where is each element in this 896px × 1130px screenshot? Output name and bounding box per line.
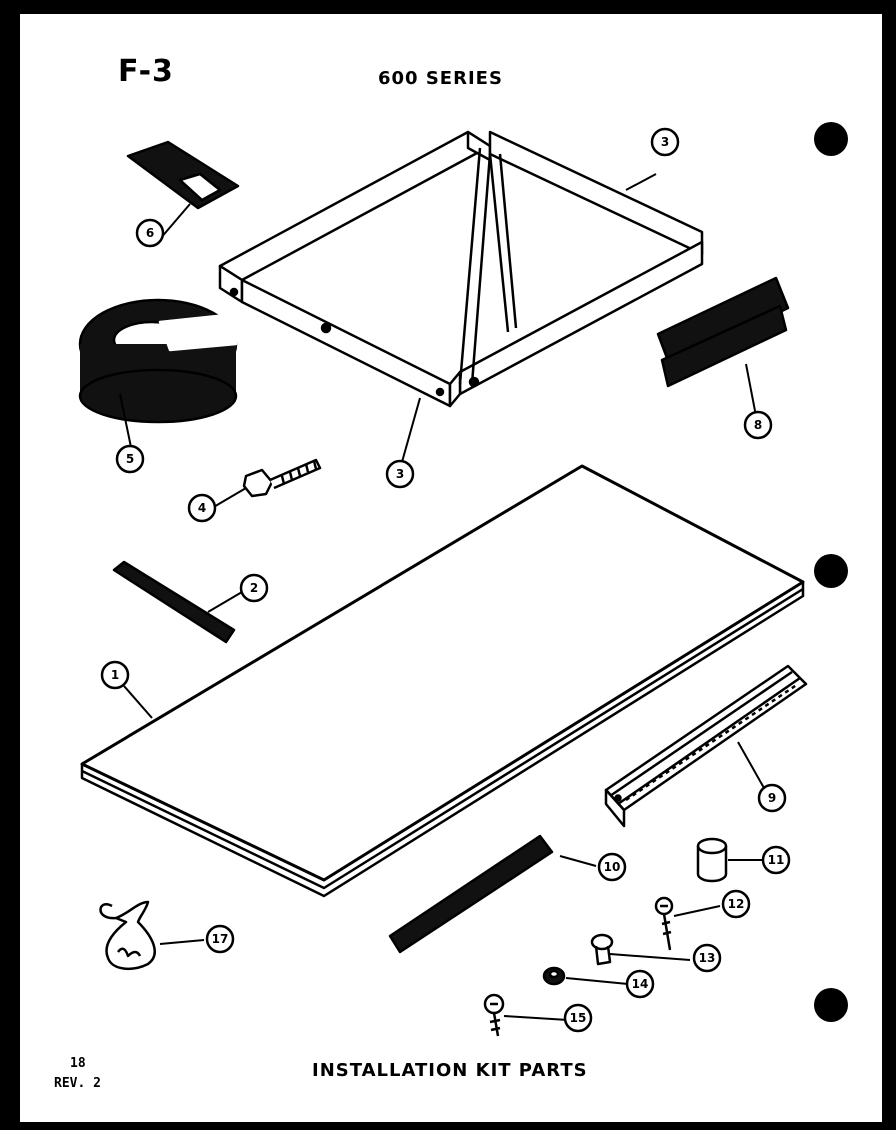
channel-rail-part xyxy=(604,664,808,828)
gasket-strip-part xyxy=(112,560,236,644)
panel-board-part xyxy=(80,464,805,898)
callout-17: 17 xyxy=(205,924,235,954)
binder-hole-middle xyxy=(814,554,848,588)
svg-text:8: 8 xyxy=(754,418,762,432)
callout-2: 2 xyxy=(239,573,269,603)
diagram-caption: INSTALLATION KIT PARTS xyxy=(312,1060,588,1081)
callout-10: 10 xyxy=(597,852,627,882)
angle-strip-part xyxy=(388,834,554,954)
svg-text:5: 5 xyxy=(126,452,134,466)
svg-text:4: 4 xyxy=(198,501,206,515)
bolt-part xyxy=(242,458,322,498)
figure-label: F-3 xyxy=(118,54,174,89)
nut-part xyxy=(542,966,566,986)
parts-bag-part xyxy=(99,900,156,971)
svg-text:3: 3 xyxy=(661,135,669,149)
binder-hole-top xyxy=(814,122,848,156)
svg-text:3: 3 xyxy=(396,467,404,481)
svg-text:12: 12 xyxy=(728,897,745,911)
foam-roll-part xyxy=(78,298,238,424)
screw-part-15 xyxy=(483,993,505,1037)
callout-12: 12 xyxy=(721,889,751,919)
callout-6: 6 xyxy=(135,218,165,248)
screw-part-12 xyxy=(654,896,674,951)
exploded-parts-diagram: 6 5 4 3 3 8 2 1 9 10 11 12 13 14 15 17 xyxy=(78,127,808,1037)
svg-text:9: 9 xyxy=(768,791,776,805)
callout-13: 13 xyxy=(692,943,722,973)
svg-text:6: 6 xyxy=(146,226,154,240)
svg-text:10: 10 xyxy=(604,860,621,874)
series-title: 600 SERIES xyxy=(378,68,503,89)
svg-text:1: 1 xyxy=(111,668,119,682)
callout-4: 4 xyxy=(187,493,217,523)
svg-text:13: 13 xyxy=(699,951,716,965)
revision-label: REV. 2 xyxy=(54,1076,101,1091)
callout-11: 11 xyxy=(761,845,791,875)
svg-text:15: 15 xyxy=(570,1011,587,1025)
window-frame-part xyxy=(218,130,704,408)
parts-sheet: F-3 600 SERIES xyxy=(20,14,882,1122)
page-number: 18 xyxy=(70,1056,86,1071)
sleeve-part xyxy=(696,837,728,883)
svg-text:17: 17 xyxy=(212,932,229,946)
svg-text:14: 14 xyxy=(632,977,649,991)
callout-1: 1 xyxy=(100,660,130,690)
callout-3-upper: 3 xyxy=(650,127,680,157)
foam-strips-part xyxy=(656,276,790,388)
screw-part-13 xyxy=(590,933,614,966)
svg-text:11: 11 xyxy=(768,853,785,867)
callout-8: 8 xyxy=(743,410,773,440)
callout-5: 5 xyxy=(115,444,145,474)
binder-hole-bottom xyxy=(814,988,848,1022)
leader-lines xyxy=(119,173,765,1021)
callout-9: 9 xyxy=(757,783,787,813)
callout-15: 15 xyxy=(563,1003,593,1033)
svg-text:2: 2 xyxy=(250,581,258,595)
callout-14: 14 xyxy=(625,969,655,999)
foam-pad-part xyxy=(126,140,240,210)
callout-3-lower: 3 xyxy=(385,459,415,489)
